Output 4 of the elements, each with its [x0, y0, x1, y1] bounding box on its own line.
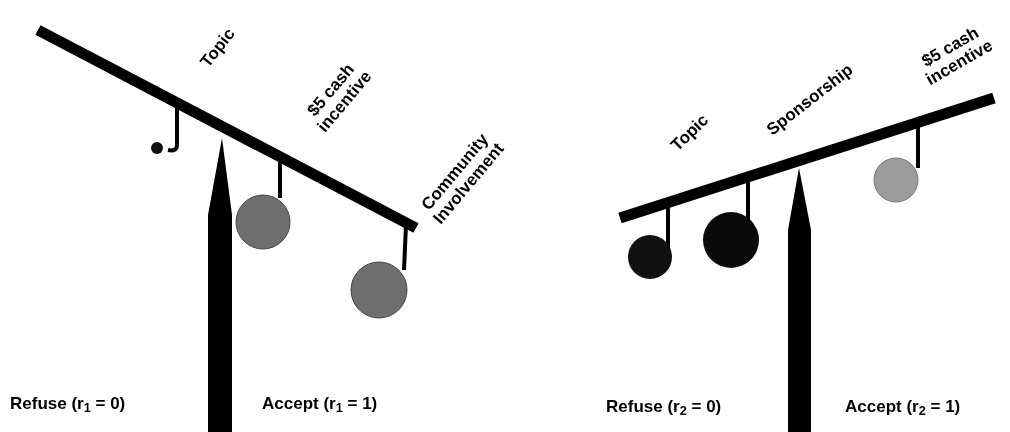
outcome-label: Accept (r$_{2}$ = 1)	[845, 398, 961, 416]
outcome-label: Accept (r$_{1}$ = 1)	[262, 395, 378, 413]
outcome-label: Refuse (r$_{2}$ = 0)	[606, 398, 722, 416]
outcome-label: Refuse (r$_{1}$ = 0)	[10, 395, 126, 413]
